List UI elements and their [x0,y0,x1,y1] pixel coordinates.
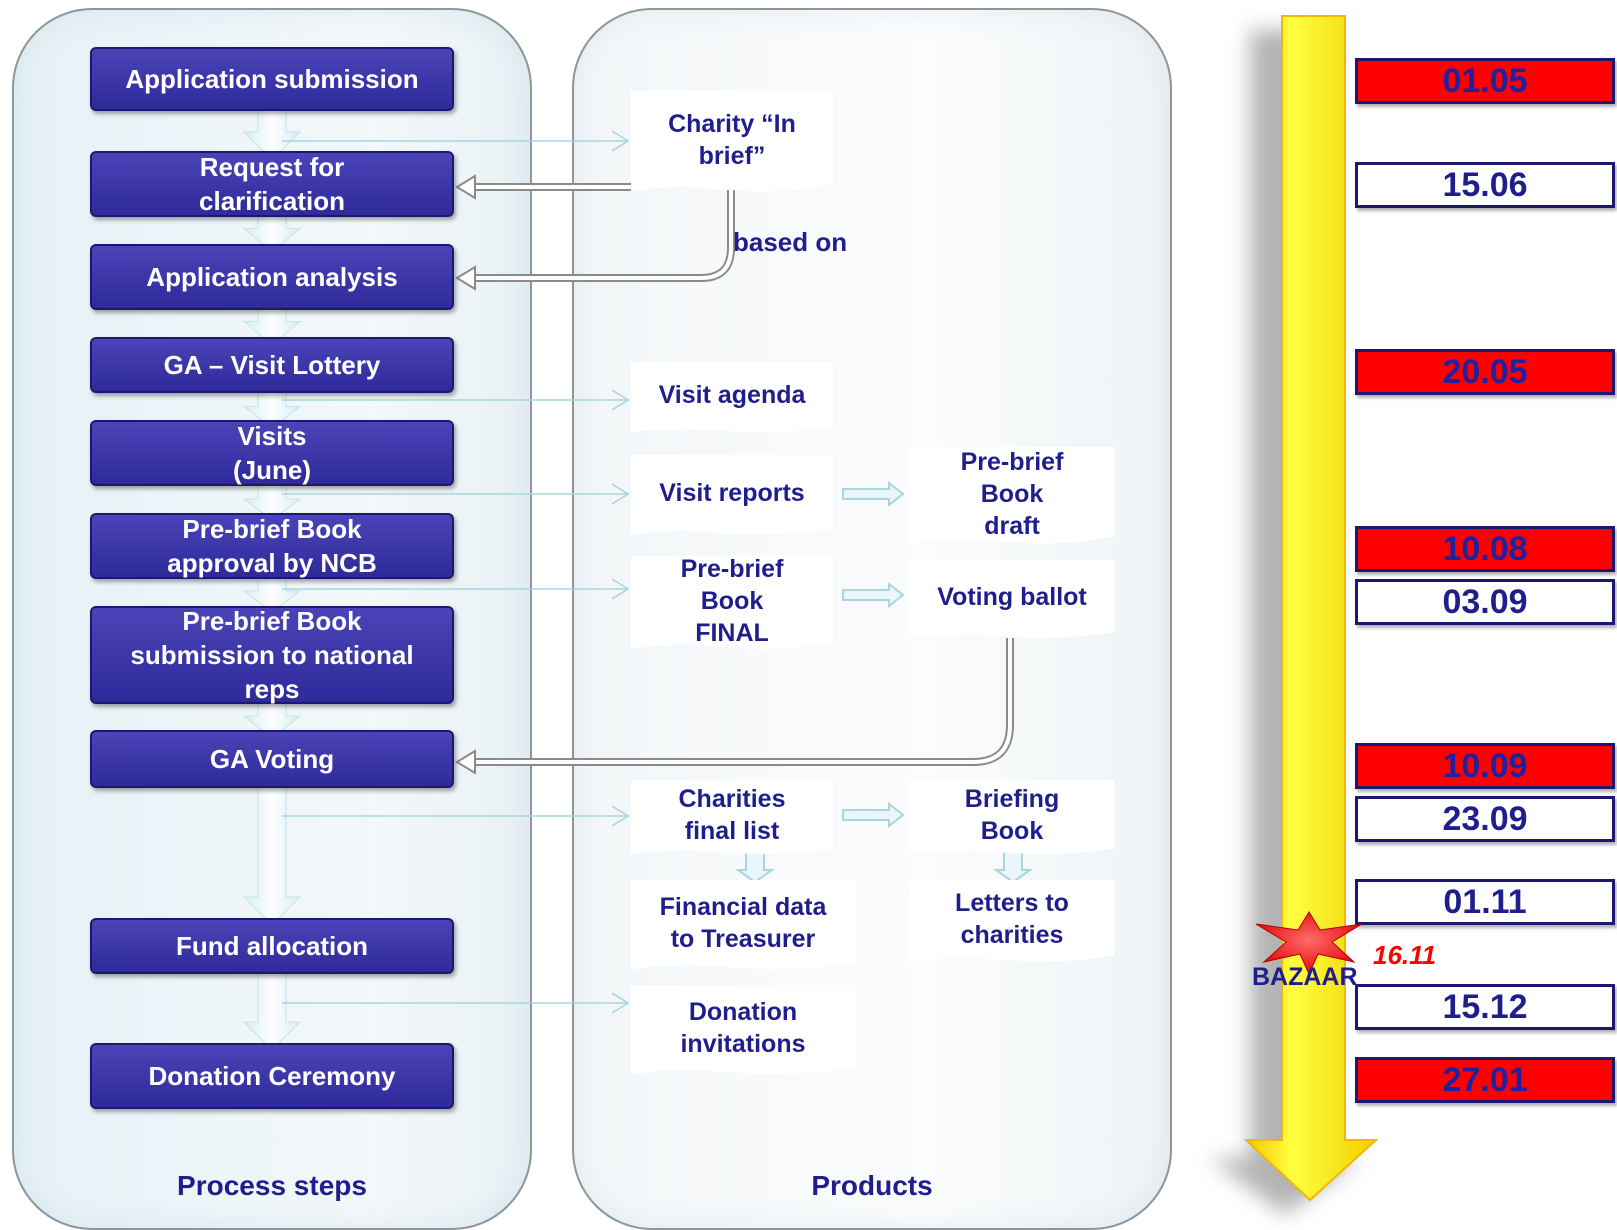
date-box: 01.11 [1355,879,1615,925]
doc-charities-final-list: Charities final list [631,780,833,855]
date-box: 23.09 [1355,796,1615,842]
step-visits: Visits (June) [90,420,454,486]
step-application-submission: Application submission [90,47,454,111]
date-box: 20.05 [1355,349,1615,395]
based-on-label: based on [733,227,848,257]
products-title: Products [811,1170,933,1201]
doc-visit-reports: Visit reports [631,455,833,535]
process-steps-title: Process steps [177,1170,367,1201]
step-prebrief-submission: Pre-brief Book submission to national re… [90,606,454,704]
arrow-final-to-ballot [842,581,905,609]
arrow-reports-to-draft [842,480,905,508]
arrow-list-to-briefing [842,801,905,829]
date-box: 15.06 [1355,162,1615,208]
doc-prebrief-final: Pre-brief Book FINAL [631,556,833,650]
date-box: 27.01 [1355,1057,1615,1103]
flow-down-arrow [242,965,302,1051]
date-box: 10.09 [1355,743,1615,789]
arrow-list-to-financial [734,849,776,884]
flow-down-arrow [242,785,302,926]
date-box: 15.12 [1355,984,1615,1030]
doc-donation-invitations: Donation invitations [631,985,855,1075]
return-arrow-voting-inner [475,638,1012,764]
step-ga-visit-lottery: GA – Visit Lottery [90,337,454,393]
doc-financial-data: Financial data to Treasurer [631,880,855,970]
connector-to-visit-agenda-head [611,389,630,411]
date-box: 03.09 [1355,579,1615,625]
date-box: 10.08 [1355,526,1615,572]
return-arrow-analysis [475,190,735,282]
step-fund-allocation: Fund allocation [90,918,454,974]
connector-to-charity-in-brief-head [611,130,630,152]
step-application-analysis: Application analysis [90,244,454,310]
doc-charity-in-brief: Charity “In brief” [631,91,833,192]
doc-prebrief-draft: Pre-brief Book draft [910,447,1114,544]
connector-to-donation-invitations-head [611,992,630,1014]
connector-to-visit-reports-head [611,483,630,505]
arrow-briefing-to-letters [992,849,1034,884]
date-box: 01.05 [1355,58,1615,104]
bazaar-date: 16.11 [1373,940,1437,970]
step-ga-voting: GA Voting [90,730,454,788]
return-arrow-voting-head [455,749,476,775]
return-arrow-voting [475,638,1014,766]
return-arrow-clarification-head [455,174,476,200]
bazaar-star-icon [1255,911,1363,976]
step-prebrief-approval: Pre-brief Book approval by NCB [90,513,454,579]
connector-to-prebrief-final-head [611,578,630,600]
doc-letters-to-charities: Letters to charities [910,880,1114,962]
step-donation-ceremony: Donation Ceremony [90,1043,454,1109]
doc-briefing-book: Briefing Book [910,780,1114,855]
connector-to-charities-final-list-head [611,805,630,827]
return-arrow-analysis-inner [475,190,733,280]
bazaar-label: BAZAAR [1252,963,1358,991]
doc-voting-ballot: Voting ballot [910,560,1114,638]
doc-visit-agenda: Visit agenda [631,362,833,433]
step-request-for-clarification: Request for clarification [90,151,454,217]
return-arrow-analysis-head [455,265,476,291]
